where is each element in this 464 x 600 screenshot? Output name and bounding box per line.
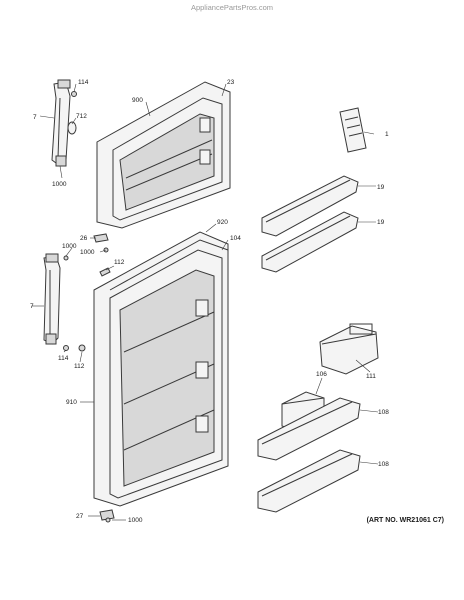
callout-108-a: 108 <box>378 409 389 416</box>
door-bin-111 <box>319 323 379 375</box>
screw-part-114-bottom <box>63 345 69 351</box>
callout-114-top: 114 <box>78 79 89 86</box>
callout-104: 104 <box>230 235 241 242</box>
callout-112-top: 112 <box>114 259 125 266</box>
callout-900: 900 <box>132 97 143 104</box>
callout-114-bottom: 114 <box>58 355 69 362</box>
callout-19-b: 19 <box>377 219 385 226</box>
callout-7-bottom: 7 <box>30 303 34 310</box>
feature-card <box>339 107 367 153</box>
callout-1000-mid-a: 1000 <box>62 243 77 250</box>
leader-lines <box>32 83 379 521</box>
door-bin-108-upper <box>257 397 361 461</box>
callout-910: 910 <box>66 399 77 406</box>
screw-part-1000-bottom <box>105 517 111 523</box>
callout-26: 26 <box>80 235 88 242</box>
door-shelf-19-lower <box>261 211 359 273</box>
freezer-door-handle <box>51 79 71 167</box>
callout-920: 920 <box>217 219 228 226</box>
watermark-text: AppliancePartsPros.com <box>191 3 273 12</box>
freezer-door <box>96 81 231 229</box>
art-number: (ART NO. WR21061 C7) <box>367 517 444 524</box>
callout-23: 23 <box>227 79 235 86</box>
callout-1000-top: 1000 <box>52 181 67 188</box>
door-bin-108-lower <box>257 449 361 513</box>
callout-27: 27 <box>76 513 84 520</box>
screw-part-114-top <box>71 91 77 97</box>
callout-1: 1 <box>385 131 389 138</box>
callout-106: 106 <box>316 371 327 378</box>
callout-111: 111 <box>366 373 376 380</box>
hinge-part-26 <box>93 233 109 243</box>
callout-labels: 114 712 7 1000 900 23 1 19 19 920 104 26… <box>30 79 389 524</box>
screw-part-112-top <box>99 267 111 277</box>
hinge-part-27 <box>99 509 115 521</box>
door-shelf-19-upper <box>261 175 359 237</box>
screws-part-1000-mid <box>63 247 109 261</box>
plug-part-712 <box>67 121 77 135</box>
callout-7-top: 7 <box>33 114 37 121</box>
callout-1000-bottom: 1000 <box>128 517 143 524</box>
callout-108-b: 108 <box>378 461 389 468</box>
callout-712: 712 <box>76 113 87 120</box>
callout-19-a: 19 <box>377 184 385 191</box>
screw-part-112-bottom <box>78 344 86 352</box>
callout-112-bottom: 112 <box>74 363 85 370</box>
fresh-food-door-handle <box>43 253 61 345</box>
fresh-food-door <box>93 231 229 507</box>
callout-1000-mid-b: 1000 <box>80 249 95 256</box>
